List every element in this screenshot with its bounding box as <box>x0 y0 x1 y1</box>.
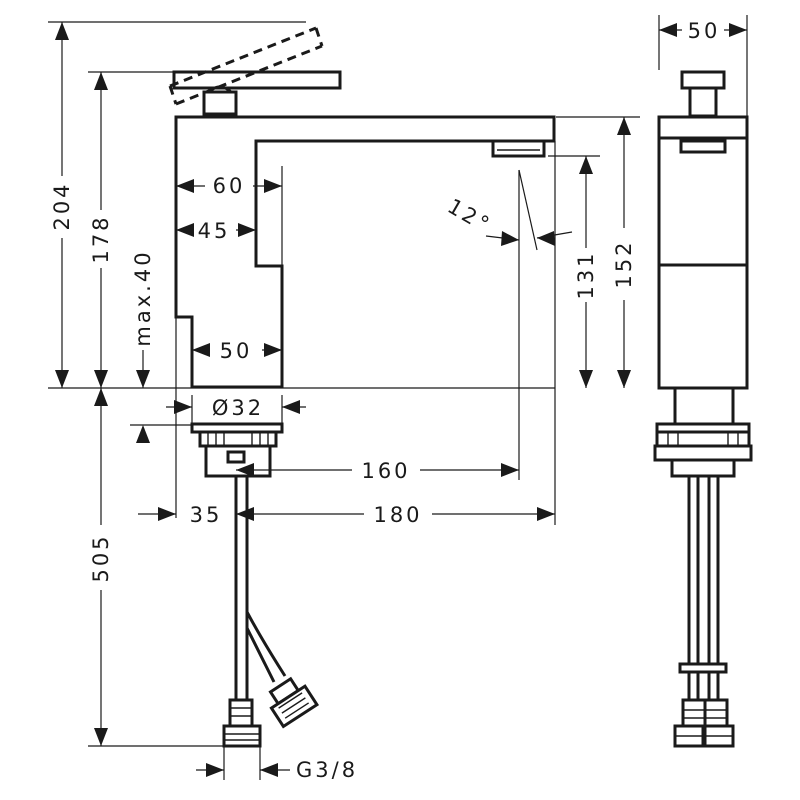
dim-base-width: 50 <box>220 339 253 363</box>
faucet-front-view <box>168 26 556 389</box>
side-mounting-nut <box>655 430 751 448</box>
straight-hose-fitting <box>222 698 262 748</box>
lever-raised-dashed <box>168 26 324 106</box>
dim-spout-projection-160: 160 <box>361 459 410 483</box>
hose-bent <box>245 611 287 677</box>
dim-offset-35: 35 <box>190 503 223 527</box>
side-lever-knob <box>680 70 726 90</box>
side-body <box>657 136 749 390</box>
dim-spout-height-inner: 131 <box>574 250 598 299</box>
dim-body-inner: 45 <box>198 219 231 243</box>
side-spout-top <box>657 115 749 140</box>
dim-side-width: 50 <box>688 19 721 43</box>
mounting-bracket <box>204 444 272 478</box>
dim-hose-length: 505 <box>89 533 113 582</box>
side-aerator <box>679 139 727 154</box>
dim-overall-height: 204 <box>50 181 74 230</box>
dim-body-depth: 60 <box>213 174 246 198</box>
dim-spray-angle: 12° <box>443 194 495 238</box>
side-mounting-bracket <box>653 444 753 462</box>
aerator <box>491 139 546 158</box>
mounting-assembly <box>190 422 320 748</box>
dim-connection-thread: G3/8 <box>296 758 358 782</box>
cartridge-cap <box>202 90 238 116</box>
dimension-lines <box>55 22 747 777</box>
dim-spout-projection-180: 180 <box>373 503 422 527</box>
side-lever-stem <box>688 86 718 118</box>
dim-max-deck: max.40 <box>131 249 155 346</box>
dim-spout-height: 152 <box>612 239 636 288</box>
mounting-screw <box>226 450 246 464</box>
lever-handle <box>172 70 342 90</box>
bent-hose-fitting <box>268 676 320 729</box>
mounting-nut <box>198 430 278 448</box>
dim-bore-diameter: Ø32 <box>212 396 264 420</box>
faucet-side-view <box>653 70 753 748</box>
dim-height-to-lever: 178 <box>89 214 113 263</box>
extension-lines <box>48 15 748 780</box>
